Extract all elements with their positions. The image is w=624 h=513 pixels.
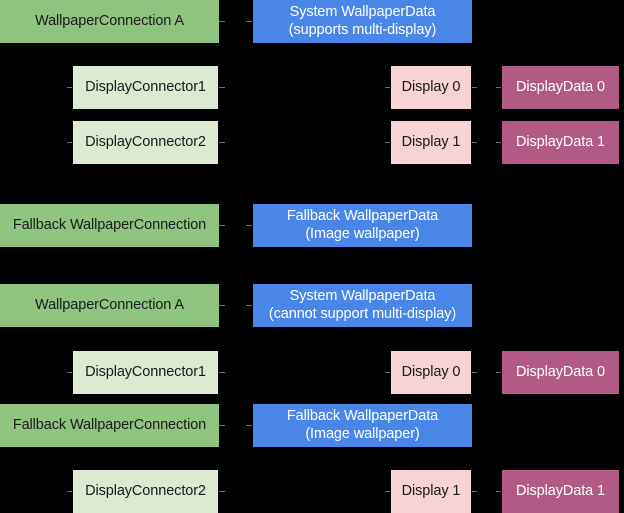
connector-stub [219, 87, 225, 88]
node-display-data-1-top: DisplayData 1 [502, 121, 619, 164]
node-wallpaper-connection-a-1: WallpaperConnection A [0, 0, 219, 43]
node-display-1-bottom: Display 1 [391, 470, 471, 513]
connector-stub [496, 491, 501, 492]
node-display-connector-2-bottom: DisplayConnector2 [73, 470, 218, 513]
node-display-connector-1-top: DisplayConnector1 [73, 66, 218, 109]
node-label: System WallpaperData (cannot support mul… [268, 288, 457, 322]
node-fallback-wallpaper-connection-2: Fallback WallpaperConnection [0, 404, 219, 447]
connector-stub [385, 142, 390, 143]
connector-stub [496, 142, 501, 143]
node-display-connector-2-top: DisplayConnector2 [73, 121, 218, 164]
node-label: System WallpaperData (supports multi-dis… [288, 4, 437, 38]
node-label: DisplayConnector1 [85, 78, 206, 95]
connector-stub [385, 491, 390, 492]
node-display-data-1-bottom: DisplayData 1 [502, 470, 619, 513]
node-label: DisplayData 0 [516, 363, 605, 380]
connector-stub [246, 21, 252, 22]
connector-stub [219, 142, 225, 143]
connector-stub [219, 372, 225, 373]
connector-stub [385, 372, 390, 373]
node-label: Fallback WallpaperData (Image wallpaper) [286, 408, 439, 442]
node-label: DisplayData 1 [516, 133, 605, 150]
node-fallback-wallpaperdata-1: Fallback WallpaperData (Image wallpaper) [253, 204, 472, 247]
node-label: DisplayConnector2 [85, 482, 206, 499]
node-label: Display 1 [401, 133, 461, 150]
connector-stub [472, 372, 477, 373]
node-display-0-bottom: Display 0 [391, 351, 471, 394]
node-display-1-top: Display 1 [391, 121, 471, 164]
node-label: WallpaperConnection A [35, 296, 184, 313]
connector-stub [472, 87, 477, 88]
node-system-wallpaperdata-nomulti: System WallpaperData (cannot support mul… [253, 284, 472, 327]
node-label: Display 1 [401, 482, 461, 499]
node-system-wallpaperdata-multi: System WallpaperData (supports multi-dis… [253, 0, 472, 43]
connector-stub [219, 491, 225, 492]
connector-stub [496, 87, 501, 88]
connector-stub [246, 305, 252, 306]
connector-stub [246, 225, 252, 226]
node-display-connector-1-bottom: DisplayConnector1 [73, 351, 218, 394]
connector-stub [219, 225, 225, 226]
node-label: Fallback WallpaperData (Image wallpaper) [286, 208, 439, 242]
node-label: DisplayConnector1 [85, 363, 206, 380]
node-label: Fallback WallpaperConnection [12, 216, 207, 233]
connector-stub [472, 142, 477, 143]
node-label: Fallback WallpaperConnection [12, 416, 207, 433]
connector-stub [219, 305, 225, 306]
connector-stub [385, 87, 390, 88]
node-label: Display 0 [401, 363, 461, 380]
connector-stub [496, 372, 501, 373]
connector-stub [246, 425, 252, 426]
connector-stub [67, 491, 72, 492]
node-wallpaper-connection-a-2: WallpaperConnection A [0, 284, 219, 327]
node-label: WallpaperConnection A [35, 12, 184, 29]
node-display-data-0-top: DisplayData 0 [502, 66, 619, 109]
connector-stub [219, 21, 225, 22]
node-label: Display 0 [401, 78, 461, 95]
connector-stub [472, 491, 477, 492]
connector-stub [67, 142, 72, 143]
node-fallback-wallpaper-connection-1: Fallback WallpaperConnection [0, 204, 219, 247]
node-label: DisplayConnector2 [85, 133, 206, 150]
node-display-data-0-bottom: DisplayData 0 [502, 351, 619, 394]
node-label: DisplayData 1 [516, 482, 605, 499]
node-label: DisplayData 0 [516, 78, 605, 95]
node-fallback-wallpaperdata-2: Fallback WallpaperData (Image wallpaper) [253, 404, 472, 447]
connector-stub [219, 425, 225, 426]
connector-stub [67, 372, 72, 373]
node-display-0-top: Display 0 [391, 66, 471, 109]
connector-stub [67, 87, 72, 88]
